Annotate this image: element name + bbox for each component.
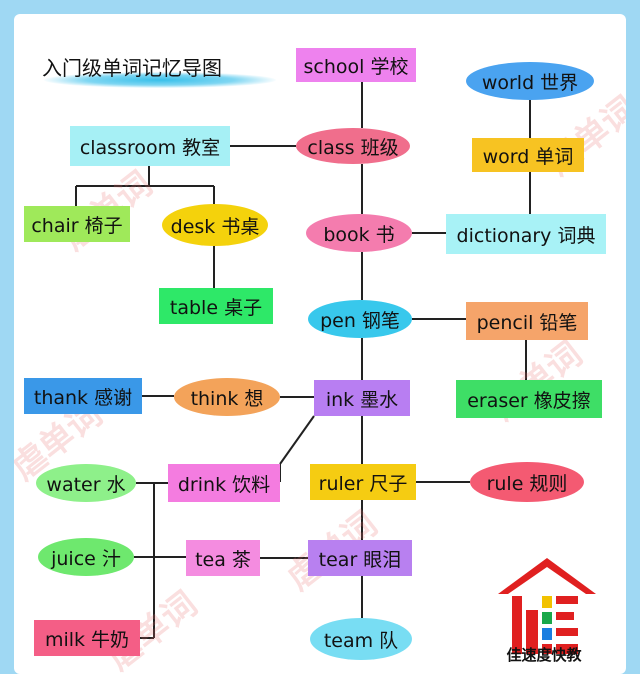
node-label: pencil 铅笔 [476, 311, 578, 334]
node-label: rule 规则 [486, 472, 568, 495]
node-label: chair 椅子 [31, 214, 123, 237]
node-world: world 世界 [466, 62, 594, 100]
node-desk: desk 书桌 [162, 204, 268, 246]
node-chair: chair 椅子 [24, 206, 130, 242]
node-label: water 水 [46, 473, 126, 496]
node-label: thank 感谢 [33, 386, 133, 409]
node-class: class 班级 [296, 128, 410, 164]
node-juice: juice 汁 [38, 538, 134, 576]
node-label: ink 墨水 [325, 388, 399, 411]
node-school: school 学校 [296, 48, 416, 82]
node-label: desk 书桌 [170, 215, 260, 238]
node-team: team 队 [310, 618, 412, 660]
node-ink: ink 墨水 [314, 380, 410, 416]
node-ruler: ruler 尺子 [310, 464, 416, 500]
node-tea: tea 茶 [186, 540, 260, 576]
node-rule: rule 规则 [470, 462, 584, 502]
node-water: water 水 [36, 464, 136, 502]
node-label: think 想 [190, 387, 264, 410]
node-label: school 学校 [303, 55, 409, 78]
node-label: team 队 [323, 629, 399, 652]
node-pencil: pencil 铅笔 [466, 302, 588, 340]
node-label: tear 眼泪 [318, 548, 402, 571]
title-underline [44, 72, 276, 88]
node-label: dictionary 词典 [456, 224, 596, 247]
connector-lines [75, 82, 531, 639]
node-label: word 单词 [482, 145, 574, 168]
node-thank: thank 感谢 [24, 378, 142, 414]
node-think: think 想 [174, 378, 280, 416]
node-label: drink 饮料 [177, 473, 271, 496]
brand-logo [498, 558, 596, 654]
node-label: world 世界 [481, 71, 579, 94]
node-word: word 单词 [472, 138, 584, 172]
node-label: tea 茶 [195, 548, 251, 571]
node-label: pen 钢笔 [320, 309, 400, 332]
node-label: table 桌子 [169, 296, 263, 319]
node-label: class 班级 [307, 136, 399, 159]
node-label: eraser 橡皮擦 [467, 389, 591, 412]
node-eraser: eraser 橡皮擦 [456, 380, 602, 418]
node-label: milk 牛奶 [44, 628, 130, 651]
node-label: book 书 [323, 223, 395, 246]
node-book: book 书 [306, 214, 412, 252]
node-drink: drink 饮料 [168, 464, 280, 502]
node-milk: milk 牛奶 [34, 620, 140, 656]
brand-name: 佳速度快教 [506, 646, 582, 664]
node-label: ruler 尺子 [318, 472, 408, 495]
node-table: table 桌子 [159, 288, 273, 324]
node-label: juice 汁 [51, 547, 121, 570]
mind-map-board: 入门级单词记忆导图 虐单词 虐单词 虐单词 虐单词 虐单词 虐单词 school… [14, 14, 626, 674]
node-label: classroom 教室 [79, 136, 221, 159]
node-classroom: classroom 教室 [70, 126, 230, 166]
node-dictionary: dictionary 词典 [446, 214, 606, 254]
node-pen: pen 钢笔 [308, 300, 412, 338]
connector-line [279, 415, 315, 465]
node-tear: tear 眼泪 [308, 540, 412, 576]
page-title: 入门级单词记忆导图 [42, 56, 222, 80]
